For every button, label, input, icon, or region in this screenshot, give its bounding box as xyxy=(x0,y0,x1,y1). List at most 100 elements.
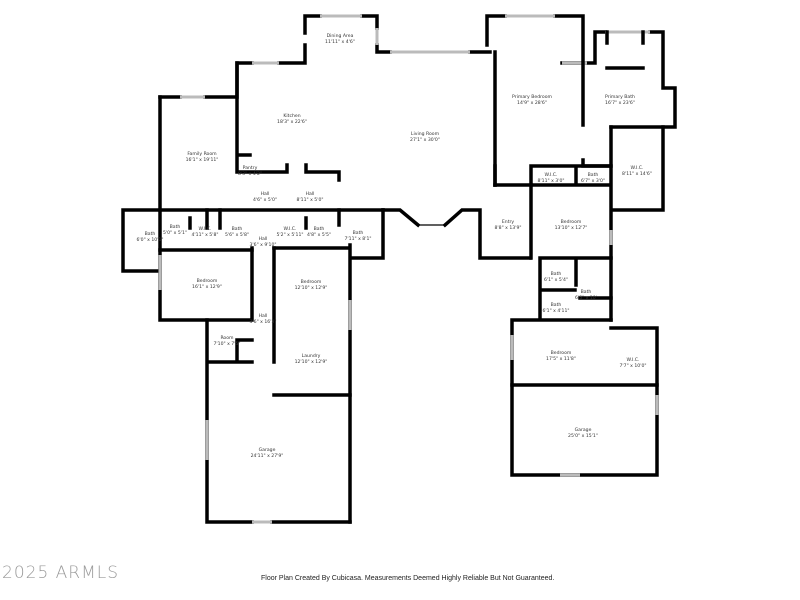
room-size: 25'0" x 15'1" xyxy=(568,434,598,439)
watermark: 2025 ARMLS xyxy=(2,563,120,583)
room-name: Bath xyxy=(580,290,592,295)
room-name: Hall xyxy=(258,314,268,319)
room-size: 6'7" x 3'0" xyxy=(580,179,606,184)
room-wic: W.I.C.4'11" x 5'8" xyxy=(191,227,218,239)
room-size: 16'7" x 23'6" xyxy=(605,101,635,106)
room-name: Bedroom xyxy=(300,280,322,285)
room-name: Bath xyxy=(313,227,325,232)
room-wic: W.I.C.8'11" x 3'0" xyxy=(537,173,564,185)
room-name: W.I.C. xyxy=(544,173,558,178)
room-size: 8'8" x 13'9" xyxy=(494,226,522,231)
room-name: Room xyxy=(220,336,234,341)
room-size: 8'11" x 3'0" xyxy=(537,179,565,184)
room-size: 4'8" x 5'5" xyxy=(306,233,332,238)
room-name: Bath xyxy=(231,227,243,232)
room-name: Pantry xyxy=(242,166,258,171)
room-name: Kitchen xyxy=(283,114,301,119)
room-size: 14'9" x 28'6" xyxy=(517,101,547,106)
room-size: 13'10" x 12'7" xyxy=(554,226,588,231)
room-name: W.I.C. xyxy=(283,227,297,232)
room-name: Family Room xyxy=(187,152,217,157)
room-name: Bath xyxy=(144,232,156,237)
room-name: Bath xyxy=(550,303,562,308)
room-size: 3'6" x 16'3" xyxy=(249,320,277,325)
room-size: 6'0" x 10'1" xyxy=(136,238,164,243)
room-wic: W.I.C.5'2" x 5'11" xyxy=(276,227,303,239)
room-name: W.I.C. xyxy=(626,358,640,363)
room-wic: W.I.C.8'11" x 14'6" xyxy=(622,166,652,178)
room-name: Garage xyxy=(258,448,276,453)
room-name: Hall xyxy=(305,192,315,197)
room-size: 24'11" x 27'9" xyxy=(250,454,284,459)
room-size: 16'1" x 12'9" xyxy=(192,285,222,290)
room-name: Dining Area xyxy=(326,34,354,39)
room-size: 12'10" x 12'9" xyxy=(294,360,328,365)
room-wic: W.I.C.7'7" x 10'0" xyxy=(619,358,646,370)
room-size: 11'11" x 4'6" xyxy=(325,40,355,45)
footer-disclaimer: Floor Plan Created By Cubicasa. Measurem… xyxy=(261,575,555,582)
room-name: Hall xyxy=(258,237,268,242)
room-size: 17'5" x 11'8" xyxy=(546,357,576,362)
room-name: Bedroom xyxy=(196,279,218,284)
room-size: 4'6" x 5'0" xyxy=(252,198,278,203)
room-name: Bath xyxy=(352,231,364,236)
room-size: 7'11" x 8'1" xyxy=(344,237,372,242)
walls-left-wing xyxy=(121,14,532,524)
room-size: 18'3" x 22'6" xyxy=(277,120,307,125)
room-size: 7'10" x 7'5" xyxy=(213,342,241,347)
room-name: Bath xyxy=(587,173,599,178)
room-size: 5'0" x 5'1" xyxy=(162,231,188,236)
room-name: Primary Bedroom xyxy=(512,95,552,100)
room-size: 6'1" x 5'4" xyxy=(543,278,569,283)
room-size: 6'5" x 10' xyxy=(575,296,597,301)
room-name: Garage xyxy=(574,428,592,433)
room-name: Bath xyxy=(169,225,181,230)
room-name: Bath xyxy=(550,272,562,277)
room-size: 5'2" x 5'11" xyxy=(276,233,304,238)
room-name: Entry xyxy=(501,220,515,225)
room-size: 8'11" x 5'0" xyxy=(296,198,324,203)
room-size: 7'7" x 10'0" xyxy=(619,364,647,369)
room-name: Bedroom xyxy=(550,351,572,356)
room-name: Bedroom xyxy=(560,220,582,225)
room-size: 8'3" x 4'2" xyxy=(237,172,263,177)
room-name: Primary Bath xyxy=(605,95,635,100)
room-size: 4'11" x 5'8" xyxy=(191,233,219,238)
room-size: 16'1" x 19'11" xyxy=(185,158,219,163)
room-size: 3'6" x 9'10" xyxy=(249,243,277,248)
room-name: W.I.C. xyxy=(630,166,644,171)
room-size: 12'10" x 12'9" xyxy=(294,286,328,291)
room-size: 6'1" x 4'11" xyxy=(542,309,570,314)
room-name: Hall xyxy=(260,192,270,197)
room-size: 8'11" x 14'6" xyxy=(622,172,652,177)
room-name: Living Room xyxy=(410,132,440,137)
room-name: W.I.C. xyxy=(198,227,212,232)
